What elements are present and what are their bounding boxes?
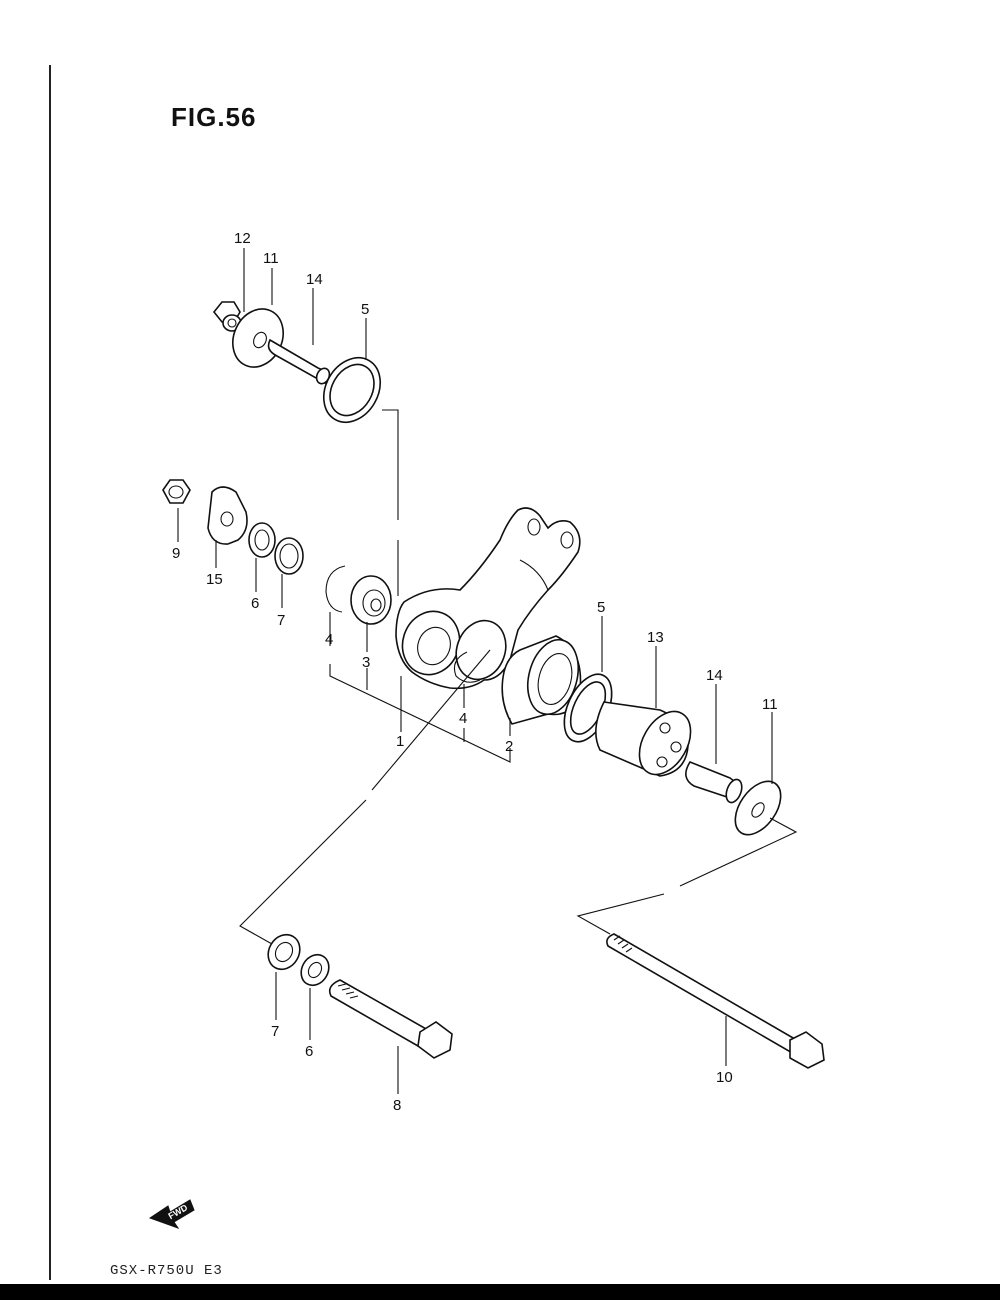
part-10-bolt [606,933,825,1069]
binding-margin-line [49,65,51,1280]
figure-title: FIG.56 [171,102,257,132]
part-12-nut [212,301,242,332]
part-7-washer-upper [274,537,304,575]
callout-9: 9 [172,545,180,562]
callout-15: 15 [206,571,223,588]
callout-14-lower: 14 [706,667,723,684]
part-7-washer-lower [267,933,301,971]
part-6-washer-lower [300,953,330,987]
callout-14-upper: 14 [306,271,323,288]
callout-11-upper: 11 [263,250,279,267]
part-14-collar-lower [685,761,743,804]
part-11-washer-lower [734,780,782,836]
part-13-sleeve [595,701,692,777]
callout-1: 1 [396,733,404,750]
callout-13: 13 [647,629,664,646]
callout-4-left: 4 [325,631,333,648]
leader-lines [177,248,798,1094]
part-2-needle-bearing [501,635,582,725]
callout-2: 2 [505,738,513,755]
part-6-washer-upper [248,522,276,558]
part-15-plate [207,486,248,545]
callout-5-upper: 5 [361,301,369,318]
callout-4-right: 4 [459,710,467,727]
model-code: GSX-R750U E3 [110,1263,223,1279]
callout-6-upper: 6 [251,595,259,612]
part-9-nut [162,479,191,504]
callout-8: 8 [393,1097,401,1114]
callout-12: 12 [234,230,251,247]
callout-7-lower: 7 [271,1023,279,1040]
part-1-cushion-lever [395,507,581,690]
callout-11-lower: 11 [762,696,778,713]
callout-10: 10 [716,1069,733,1086]
callout-7-upper: 7 [277,612,285,629]
callout-labels: 12 11 14 5 9 15 6 7 4 3 1 4 2 5 13 14 11… [172,230,778,1114]
part-5-seal-upper [322,357,382,423]
callout-6-lower: 6 [305,1043,313,1060]
part-8-bolt [328,979,453,1059]
callout-3: 3 [362,654,370,671]
scan-bottom-bar [0,1284,1000,1300]
part-14-collar-upper [267,338,331,385]
part-4-circlip-left [325,565,346,613]
callout-5-lower: 5 [597,599,605,616]
part-3-bearing [350,575,392,625]
fwd-arrow-icon: FWD [148,1199,195,1229]
part-4-circlip-right [453,651,481,683]
